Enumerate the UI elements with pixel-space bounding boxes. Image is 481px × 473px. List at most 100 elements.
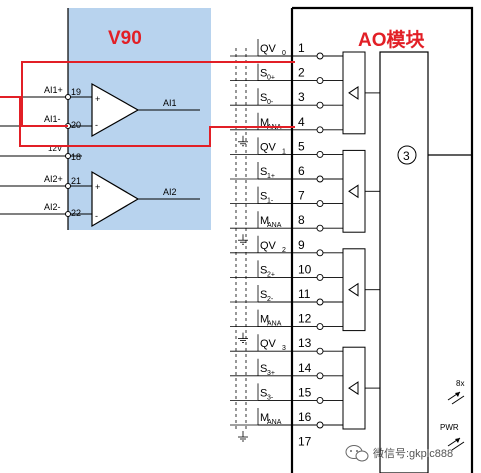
- channel-marker-number: 3: [403, 149, 410, 163]
- terminal-number: 16: [298, 410, 312, 424]
- terminal-screw-icon: [316, 77, 324, 85]
- terminal-screw-icon: [316, 298, 324, 306]
- terminal-number: 14: [298, 361, 312, 375]
- pin-number-21: 21: [71, 176, 81, 186]
- channel-0-s_plus_sub: 0+: [267, 75, 275, 82]
- terminal-number: 6: [298, 164, 305, 178]
- terminal-3: 3: [258, 90, 343, 109]
- terminal-number: 2: [298, 66, 305, 80]
- pin-label-12v: 12V: [48, 144, 63, 153]
- terminal-5: 5: [258, 139, 343, 158]
- terminal-screw-icon: [316, 323, 324, 331]
- terminal-number: 4: [298, 115, 305, 129]
- terminal-13: 13: [258, 336, 343, 355]
- terminal-number: 9: [298, 238, 305, 252]
- amplifier-ai2-icon: + - AI2: [91, 170, 200, 228]
- channel-1-m_sub: ANA: [267, 222, 282, 229]
- channel-1-s_minus-label: S: [260, 191, 267, 203]
- channel-2-s_plus_sub: 2+: [267, 271, 275, 278]
- pin-label-ai2-minus: AI2-: [44, 202, 61, 212]
- channel-2-m-label: M: [260, 314, 269, 326]
- terminal-number: 3: [298, 90, 305, 104]
- channel-1-s_plus_sub: 1+: [267, 173, 275, 180]
- led-label-8x: 8x: [456, 379, 464, 388]
- channel-marker-icon: [397, 145, 417, 165]
- terminal-8: 8: [258, 213, 343, 232]
- channel-2-qv_sub: 2: [282, 247, 286, 254]
- pin-number-18: 18: [71, 152, 81, 162]
- pin-label-ai1-minus: AI1-: [44, 114, 61, 124]
- watermark: 微信号:gkplc888: [345, 445, 453, 462]
- terminal-15: 15: [258, 385, 343, 404]
- buffer-triangle-icon: [348, 282, 359, 297]
- terminal-screw-icon: [316, 224, 324, 232]
- led-label-pwr: PWR: [440, 423, 459, 432]
- terminal-12: 12: [258, 312, 343, 331]
- channel-1-m-label: M: [260, 215, 269, 227]
- channel-0-qv-label: QV: [260, 43, 277, 55]
- terminal-screw-icon: [316, 200, 324, 208]
- channel-3-s_plus-label: S: [260, 363, 267, 375]
- terminal-screw-icon: [316, 175, 324, 183]
- v90-panel: V90 AI1+ 19 AI1- 20 12V 18: [0, 8, 211, 230]
- channel-0-s_minus_sub: 0-: [267, 99, 274, 106]
- wechat-icon: [345, 445, 369, 462]
- channel-3-m_sub: ANA: [267, 419, 282, 426]
- amplifier-ai1-icon: + - AI1: [91, 82, 200, 138]
- terminal-number: 10: [298, 262, 312, 276]
- pin-label-ai2-plus: AI2+: [44, 174, 63, 184]
- terminal-9: 9: [258, 238, 343, 257]
- amp1-plus: +: [95, 94, 100, 104]
- terminal-number: 12: [298, 312, 312, 326]
- terminal-screw-icon: [316, 101, 324, 109]
- terminal-10: 10: [258, 262, 343, 281]
- terminal-number: 13: [298, 336, 312, 350]
- channel-0-s_plus-label: S: [260, 68, 267, 80]
- channel-2-qv-label: QV: [260, 240, 277, 252]
- red-wiring: [0, 61, 295, 147]
- terminal-number: 5: [298, 139, 305, 153]
- buffer-triangle-icon: [348, 381, 359, 396]
- pin-number-19: 19: [71, 87, 81, 97]
- channel-1-qv-label: QV: [260, 141, 277, 153]
- buffer-triangle-icon: [348, 85, 359, 100]
- terminal-number: 17: [298, 435, 312, 449]
- channel-2-s_minus-label: S: [260, 289, 267, 301]
- terminal-screw-icon: [316, 421, 324, 429]
- led-arrow-icon: [447, 437, 465, 451]
- terminal-4: 4: [258, 115, 343, 134]
- channel-1-s_minus_sub: 1-: [267, 198, 274, 205]
- channel-3-m-label: M: [260, 412, 269, 424]
- status-led-pwr: PWR: [440, 423, 465, 451]
- terminal-screw-icon: [316, 347, 324, 355]
- status-led-8x: 8x: [447, 379, 464, 405]
- terminal-screw-icon: [316, 126, 324, 134]
- terminal-screw-icon: [316, 52, 324, 60]
- terminal-11: 11: [258, 287, 343, 306]
- buffer-triangle-icon: [348, 184, 359, 199]
- terminal-14: 14: [258, 361, 343, 380]
- terminal-17: 17: [298, 435, 312, 449]
- ground-icon: [238, 234, 248, 245]
- ground-icon: [238, 135, 248, 147]
- terminal-number: 8: [298, 213, 305, 227]
- terminal-number: 7: [298, 189, 305, 203]
- channel-0-qv_sub: 0: [282, 50, 286, 57]
- terminal-screw-icon: [316, 396, 324, 404]
- channel-3-s_plus_sub: 3+: [267, 370, 275, 377]
- channel-3-qv_sub: 3: [282, 345, 286, 352]
- channel-2-s_minus_sub: 2-: [267, 296, 274, 303]
- channel-3-qv-label: QV: [260, 338, 277, 350]
- amp1-output-label: AI1: [163, 98, 177, 108]
- terminal-16: 16: [258, 410, 343, 429]
- terminal-6: 6: [258, 164, 343, 183]
- pin-label-ai1-plus: AI1+: [44, 85, 63, 95]
- channel-2-s_plus-label: S: [260, 264, 267, 276]
- watermark-text: 微信号:gkplc888: [373, 446, 453, 460]
- channel-1-qv_sub: 1: [282, 148, 286, 155]
- amp2-output-label: AI2: [163, 187, 177, 197]
